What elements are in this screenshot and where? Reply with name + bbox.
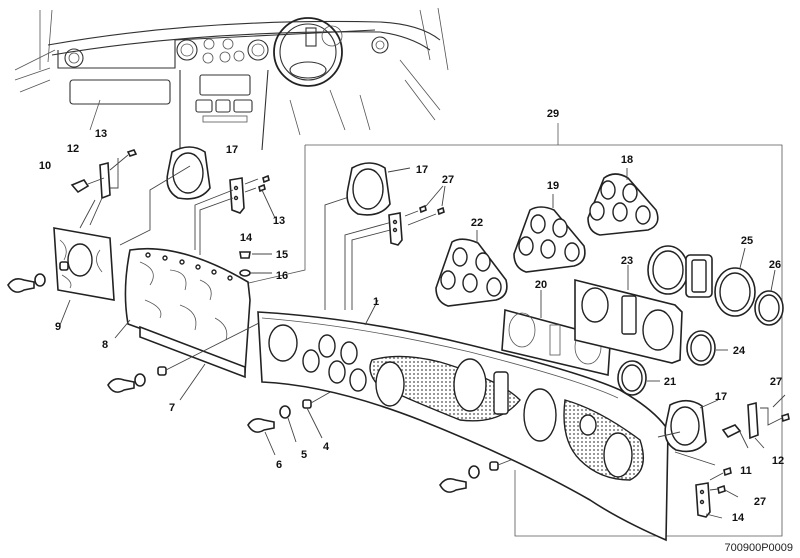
callout-8: 8 (102, 339, 108, 351)
callout-24: 24 (733, 345, 746, 357)
callout-22: 22 (471, 217, 483, 229)
center-bezel-group (346, 162, 446, 246)
callout-17-left: 17 (226, 144, 238, 156)
callout-23: 23 (621, 255, 633, 267)
figure-reference-code: 700900P0009 (724, 542, 793, 554)
callout-18: 18 (621, 154, 633, 166)
callout-13-top: 13 (95, 128, 107, 140)
callout-21: 21 (664, 376, 676, 388)
callout-12-left: 12 (67, 143, 79, 155)
callout-9: 9 (55, 321, 61, 333)
right-bracket-group (657, 394, 790, 519)
gaskets (435, 168, 784, 396)
assembly-kit-boundary (239, 123, 783, 537)
callout-14-left: 14 (240, 232, 253, 244)
callout-1: 1 (373, 296, 379, 308)
callout-6: 6 (276, 459, 282, 471)
left-end-panel-group (7, 146, 276, 326)
veneer-panel (114, 247, 251, 374)
callout-26: 26 (769, 259, 781, 271)
fascia-panel (257, 194, 669, 542)
callout-12-right: 12 (772, 455, 784, 467)
callout-16: 16 (276, 270, 288, 282)
callout-17-center: 17 (416, 164, 428, 176)
callout-15: 15 (276, 249, 288, 261)
callout-7: 7 (169, 402, 175, 414)
trim-strip (139, 325, 246, 401)
callout-10: 10 (39, 160, 51, 172)
callout-labels: 29 1 4 5 6 7 8 9 10 11 12 12 13 13 14 14… (39, 108, 793, 554)
callout-11: 11 (740, 465, 752, 477)
callout-20: 20 (535, 279, 547, 291)
callout-13-bracket: 13 (273, 215, 285, 227)
callout-25: 25 (741, 235, 753, 247)
callout-14-right: 14 (732, 512, 745, 524)
callout-29: 29 (547, 108, 559, 120)
callout-27-right-top: 27 (770, 376, 782, 388)
car-interior-overview (14, 7, 449, 151)
stud-and-washer (239, 251, 272, 277)
callout-4: 4 (323, 441, 330, 453)
callout-27-center: 27 (442, 174, 454, 186)
callout-5: 5 (301, 449, 307, 461)
callout-27-right-bottom: 27 (754, 496, 766, 508)
callout-17-right: 17 (715, 391, 727, 403)
callout-19: 19 (547, 180, 559, 192)
